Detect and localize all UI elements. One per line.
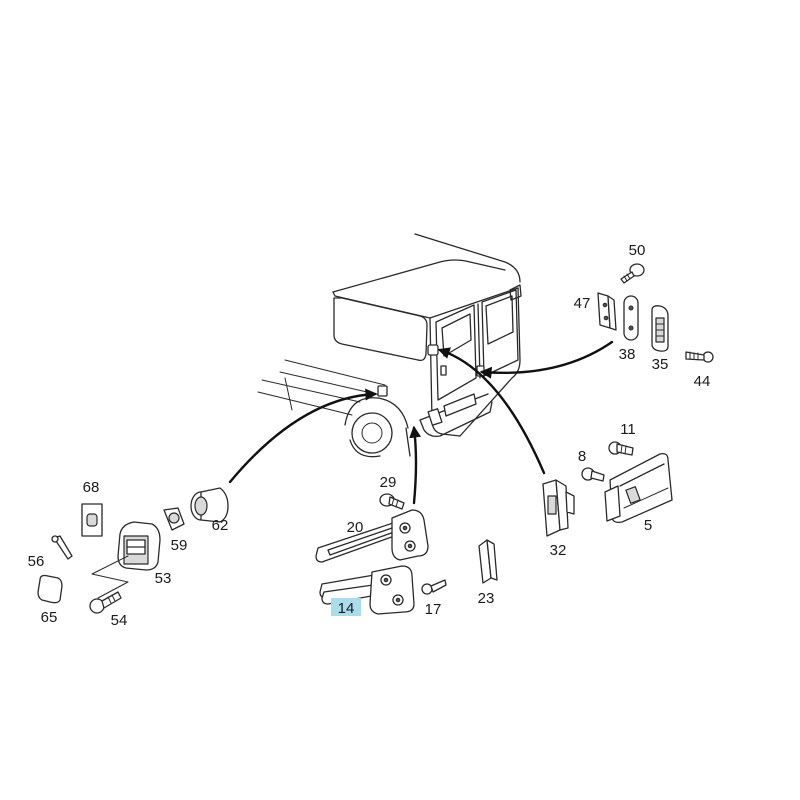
part-number-labels: 14 50 47 38 35 44 11 8 5 32 23 17 20 29 … <box>28 242 711 629</box>
part-53-lock-housing-icon[interactable] <box>117 521 161 571</box>
part-35-handle-icon[interactable] <box>651 305 669 352</box>
label-part-38[interactable]: 38 <box>619 346 636 363</box>
label-part-44[interactable]: 44 <box>694 373 711 390</box>
label-part-50[interactable]: 50 <box>629 242 646 259</box>
label-part-17[interactable]: 17 <box>425 601 442 618</box>
part-29-bolt-icon[interactable] <box>379 493 405 510</box>
label-part-8[interactable]: 8 <box>578 448 586 465</box>
label-part-59[interactable]: 59 <box>171 537 188 554</box>
part-17-screw-icon[interactable] <box>421 579 447 595</box>
part-32-catch-icon[interactable] <box>542 479 575 537</box>
part-44-screw-icon[interactable] <box>685 351 714 363</box>
label-part-35[interactable]: 35 <box>652 356 669 373</box>
label-part-54[interactable]: 54 <box>111 612 128 629</box>
part-56-pin-icon[interactable] <box>51 535 73 560</box>
label-part-20[interactable]: 20 <box>347 519 364 536</box>
callout-arrows <box>228 340 614 505</box>
part-38-plate-icon[interactable] <box>623 295 639 341</box>
part-53-leader-lines <box>91 555 129 599</box>
highlight-box <box>331 598 361 616</box>
label-part-56[interactable]: 56 <box>28 553 45 570</box>
label-part-29[interactable]: 29 <box>380 474 397 491</box>
label-part-65[interactable]: 65 <box>41 609 58 626</box>
part-20-check-strap-icon[interactable] <box>315 509 429 563</box>
part-59-clip-icon[interactable] <box>163 507 185 531</box>
van-illustration <box>257 233 522 458</box>
part-23-strip-icon[interactable] <box>478 539 498 584</box>
label-part-32[interactable]: 32 <box>550 542 567 559</box>
label-part-11[interactable]: 11 <box>620 421 636 438</box>
label-part-5[interactable]: 5 <box>644 517 652 534</box>
label-part-62[interactable]: 62 <box>212 517 229 534</box>
part-62-housing-icon[interactable] <box>190 487 229 523</box>
part-5-hinge-icon[interactable] <box>604 452 673 524</box>
part-47-bracket-icon[interactable] <box>597 292 617 331</box>
part-54-screw-icon[interactable] <box>89 591 122 614</box>
label-part-47[interactable]: 47 <box>574 295 591 312</box>
part-8-screw-icon[interactable] <box>581 467 605 482</box>
part-68-plate-icon[interactable] <box>81 503 103 537</box>
label-part-14[interactable]: 14 <box>338 600 355 617</box>
part-50-bolt-icon[interactable] <box>620 263 645 284</box>
part-65-cap-icon[interactable] <box>37 574 63 604</box>
label-part-68[interactable]: 68 <box>83 479 100 496</box>
label-part-53[interactable]: 53 <box>155 570 172 587</box>
part-11-bolt-icon[interactable] <box>608 441 634 456</box>
label-part-23[interactable]: 23 <box>478 590 495 607</box>
